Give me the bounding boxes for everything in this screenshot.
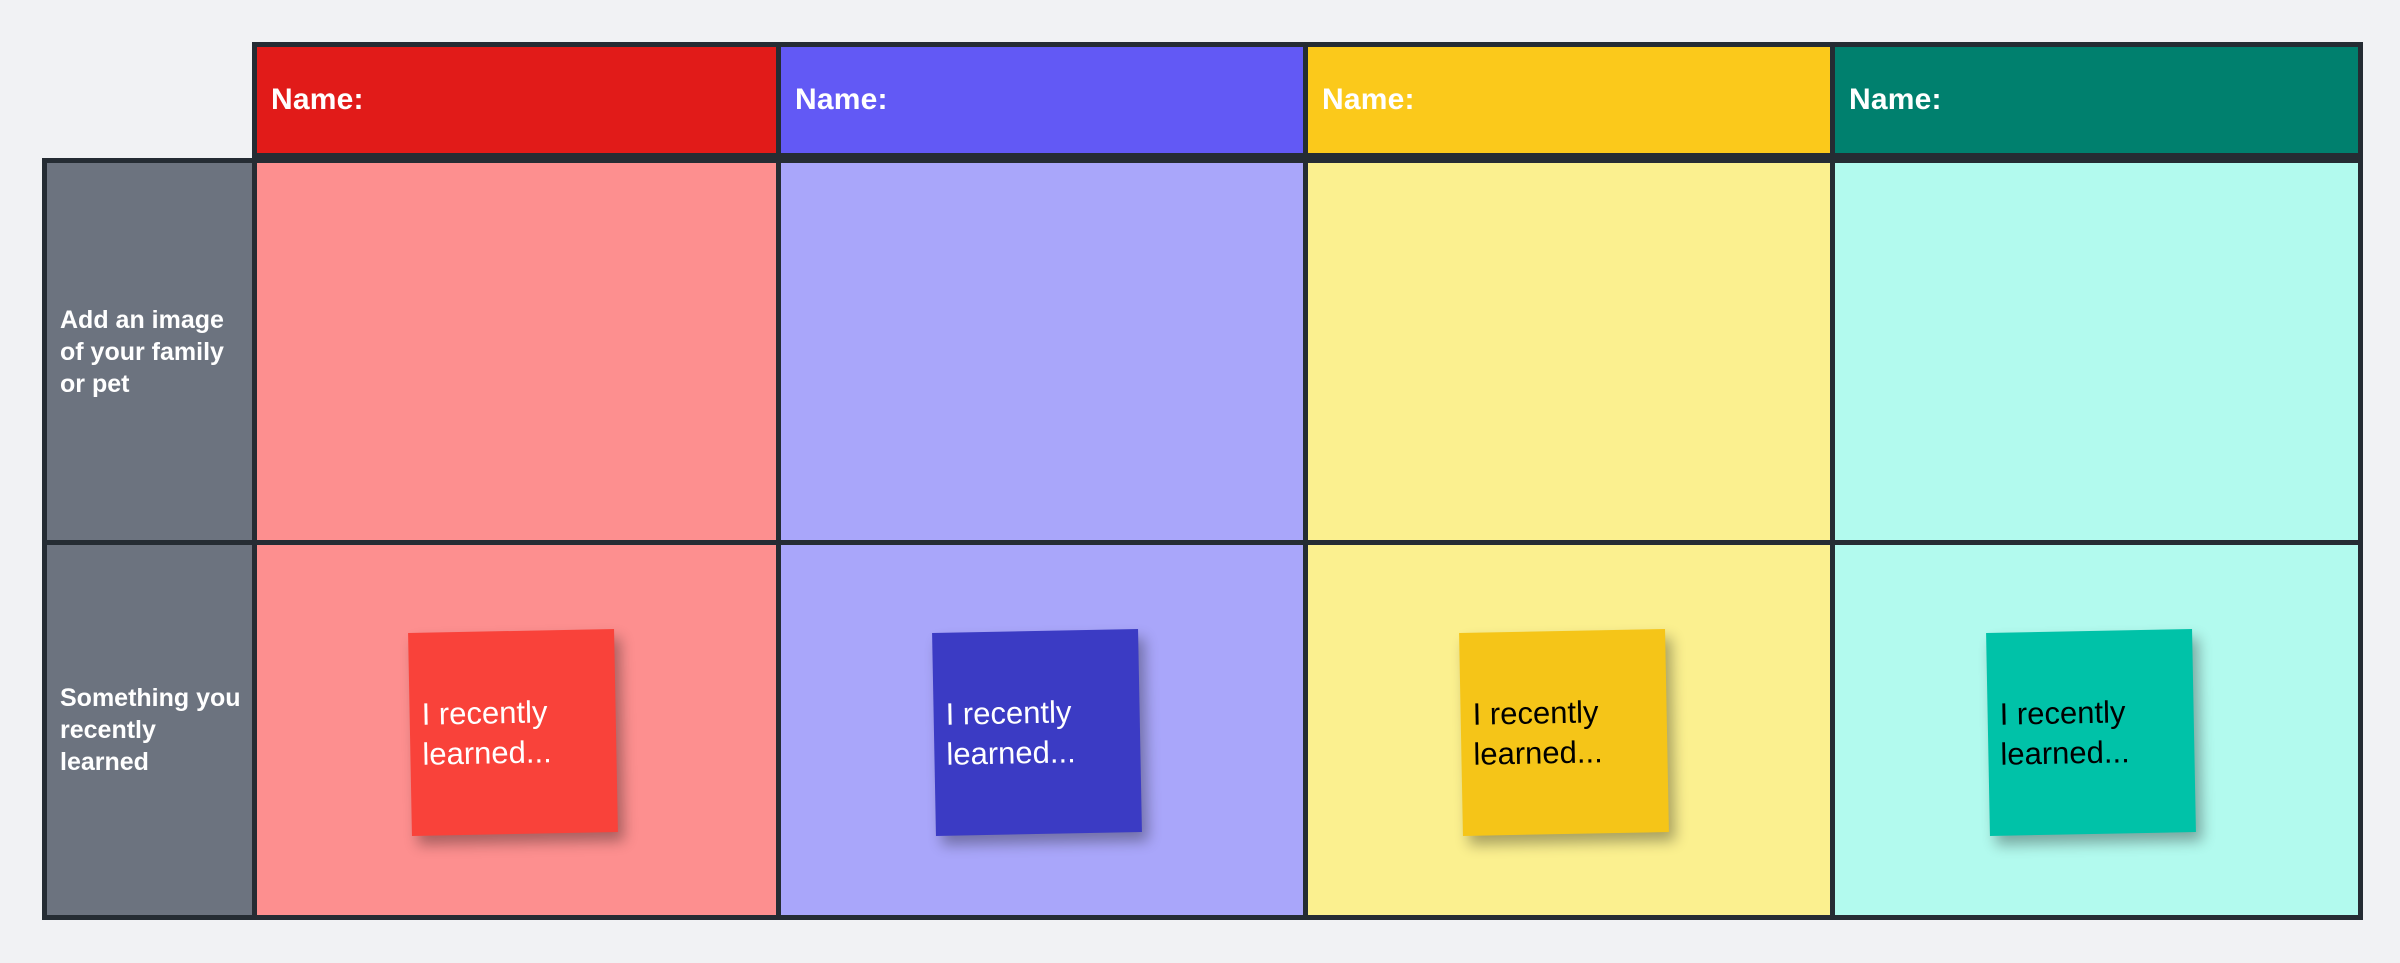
column-header-label: Name: xyxy=(271,83,364,116)
sticky-note[interactable]: I recently learned... xyxy=(932,629,1142,836)
column-header-label: Name: xyxy=(1849,83,1942,116)
board-cell-r1-c2[interactable] xyxy=(776,158,1308,545)
sticky-note[interactable]: I recently learned... xyxy=(408,629,618,836)
column-header-label: Name: xyxy=(795,83,888,116)
column-header-4[interactable]: Name: xyxy=(1830,42,2363,158)
board-cell-r1-c4[interactable] xyxy=(1830,158,2363,545)
board-cell-r1-c3[interactable] xyxy=(1303,158,1835,545)
row-label-1[interactable]: Add an image of your family or pet xyxy=(42,158,257,545)
sticky-note-text: I recently learned... xyxy=(1999,694,2130,772)
sticky-note-text: I recently learned... xyxy=(945,694,1076,772)
board-cell-r2-c4[interactable]: I recently learned... xyxy=(1830,540,2363,920)
board-cell-r2-c3[interactable]: I recently learned... xyxy=(1303,540,1835,920)
row-label-2[interactable]: Something you recently learned xyxy=(42,540,257,920)
board-cell-r2-c2[interactable]: I recently learned... xyxy=(776,540,1308,920)
column-header-3[interactable]: Name: xyxy=(1303,42,1835,158)
board-row: Something you recently learned I recently… xyxy=(42,540,2363,920)
board-cell-r1-c1[interactable] xyxy=(252,158,781,545)
sticky-note-text: I recently learned... xyxy=(421,694,552,772)
sticky-note-text: I recently learned... xyxy=(1472,694,1603,772)
board-row: Add an image of your family or pet xyxy=(42,158,2363,545)
row-label-text: Add an image of your family or pet xyxy=(60,305,224,398)
column-header-2[interactable]: Name: xyxy=(776,42,1308,158)
column-header-1[interactable]: Name: xyxy=(252,42,781,158)
row-label-text: Something you recently learned xyxy=(60,684,241,776)
board-header-row: Name: Name: Name: Name: xyxy=(252,42,2363,158)
board-cell-r2-c1[interactable]: I recently learned... xyxy=(252,540,781,920)
sticky-note[interactable]: I recently learned... xyxy=(1459,629,1669,836)
column-header-label: Name: xyxy=(1322,83,1415,116)
sticky-note[interactable]: I recently learned... xyxy=(1986,629,2196,836)
